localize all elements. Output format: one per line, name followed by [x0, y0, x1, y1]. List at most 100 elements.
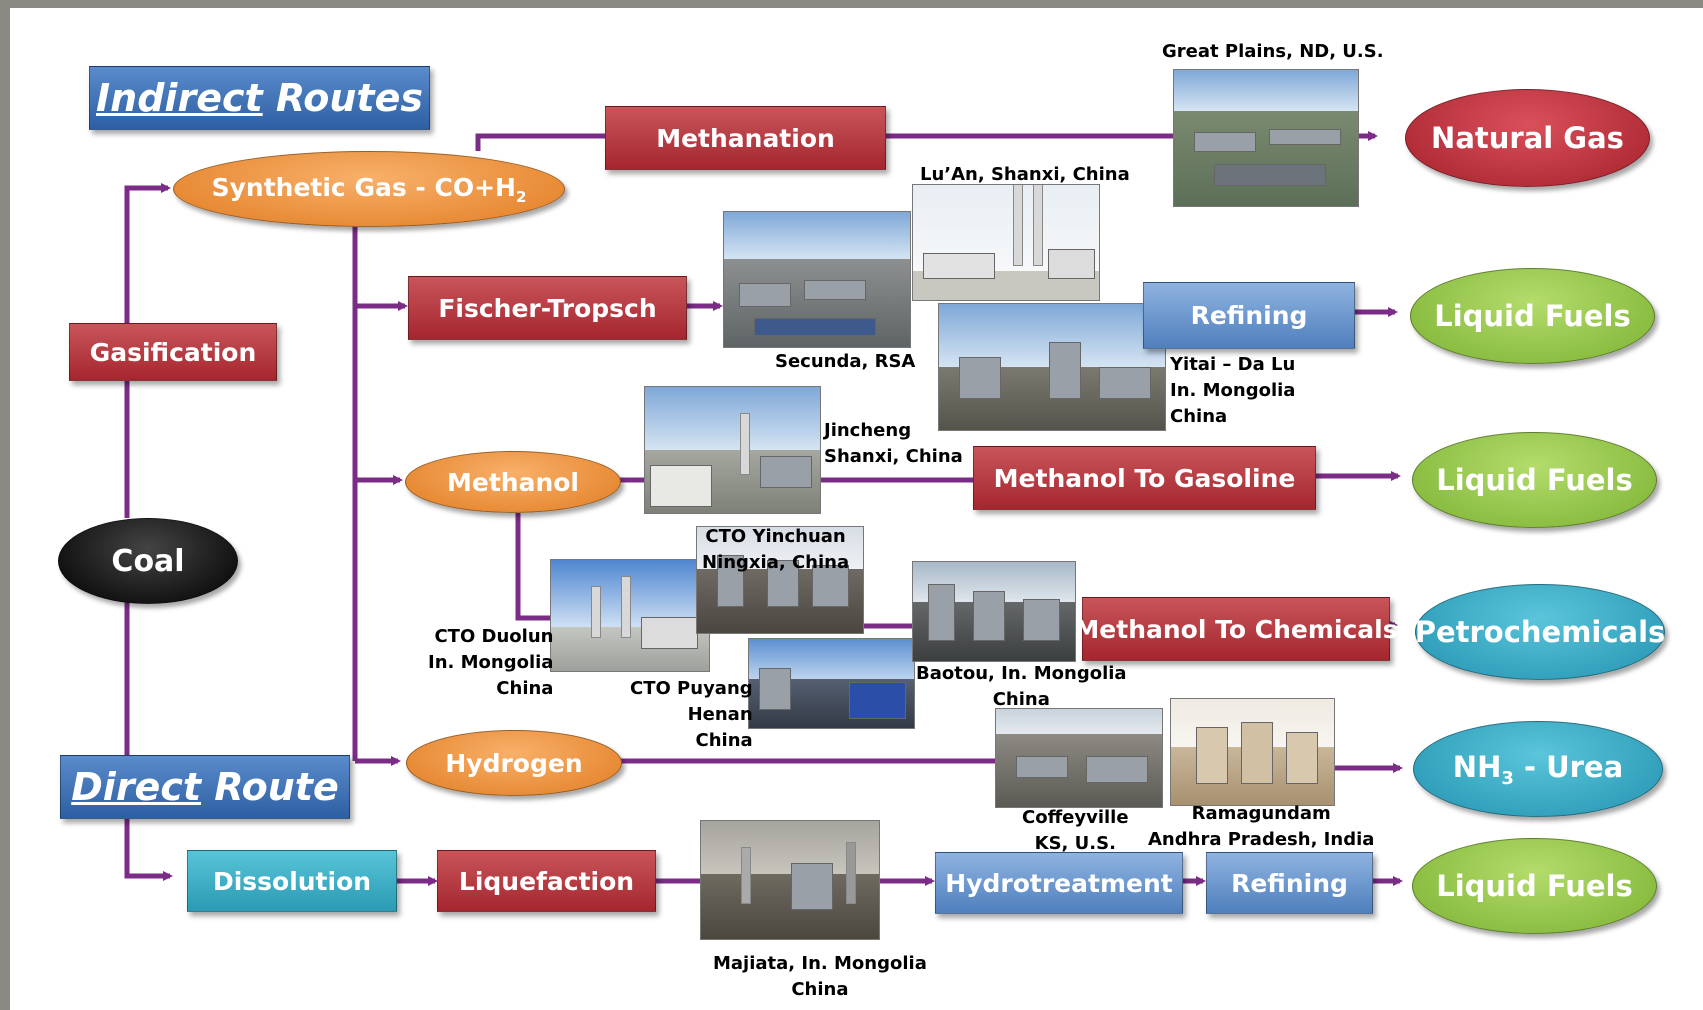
puyang-line-3: China	[695, 730, 753, 751]
coal-label: Coal	[111, 543, 185, 579]
ramagundam-line-2: Andhra Pradesh, India	[1148, 829, 1375, 850]
luan-caption: Lu’An, Shanxi, China	[920, 162, 1130, 188]
yinchuan-caption: CTO Yinchuan Ningxia, China	[702, 524, 849, 576]
duolun-photo	[550, 559, 710, 672]
majiata-caption: Majiata, In. Mongolia China	[713, 951, 927, 1003]
arrow-methanol-to-cto	[515, 513, 550, 621]
nh3-subscript: 3	[1501, 767, 1514, 789]
arrow-coal-to-dissolution	[124, 568, 173, 881]
luan-photo	[912, 184, 1100, 301]
liquefaction-label: Liquefaction	[458, 866, 635, 896]
great-plains-photo	[1173, 69, 1359, 207]
indirect-routes-title: Indirect Routes	[89, 66, 430, 130]
hydrotreatment-node: Hydrotreatment	[935, 852, 1183, 914]
route-word: Route	[201, 765, 339, 809]
nh3-label: NH	[1452, 749, 1502, 784]
dissolution-node: Dissolution	[187, 850, 397, 912]
synthetic-gas-node: Synthetic Gas - CO+H2	[173, 151, 565, 227]
natural-gas-label: Natural Gas	[1431, 121, 1624, 155]
secunda-photo	[723, 211, 911, 348]
methanol-to-chemicals-label: Methanol To Chemicals	[1074, 614, 1398, 644]
jincheng-line-2: Shanxi, China	[824, 446, 963, 467]
duolun-line-2: In. Mongolia	[428, 652, 554, 673]
majiata-photo	[700, 820, 880, 940]
yitai-line-1: Yitai – Da Lu	[1170, 354, 1296, 375]
direct-word: Direct	[71, 765, 202, 809]
luan-text: Lu’An, Shanxi, China	[920, 164, 1130, 185]
majiata-line-1: Majiata, In. Mongolia	[713, 953, 927, 974]
duolun-line-1: CTO Duolun	[434, 626, 554, 647]
diagram-canvas: Indirect Routes Direct Route Coal Gasifi…	[10, 8, 1703, 1010]
baotou-caption: Baotou, In. Mongolia China	[916, 661, 1127, 713]
baotou-line-2: China	[992, 689, 1050, 710]
refining-node-1: Refining	[1143, 282, 1355, 349]
liquid-fuels-product-2: Liquid Fuels	[1412, 432, 1657, 528]
ramagundam-caption: Ramagundam Andhra Pradesh, India	[1148, 801, 1374, 853]
coffeyville-line-1: Coffeyville	[1022, 807, 1129, 828]
duolun-line-3: China	[496, 678, 554, 699]
dissolution-label: Dissolution	[212, 866, 372, 896]
fischer-tropsch-label: Fischer-Tropsch	[438, 293, 657, 323]
liquid-fuels-2-label: Liquid Fuels	[1436, 463, 1633, 497]
arrow-coal-to-syngas	[124, 183, 171, 518]
synthetic-gas-subscript: 2	[515, 187, 527, 206]
refining-node-2: Refining	[1206, 852, 1373, 914]
arrow-syngas-to-methanation	[475, 133, 605, 151]
hydrogen-label: Hydrogen	[445, 748, 583, 778]
baotou-photo	[912, 561, 1076, 662]
puyang-line-2: Henan	[687, 704, 753, 725]
routes-word: Routes	[262, 76, 423, 120]
natural-gas-product: Natural Gas	[1405, 89, 1650, 187]
puyang-line-1: CTO Puyang	[630, 678, 753, 699]
methanol-to-gasoline-label: Methanol To Gasoline	[993, 463, 1296, 493]
petrochemicals-label: Petrochemicals	[1414, 615, 1666, 649]
duolun-caption: CTO Duolun In. Mongolia China	[428, 624, 553, 702]
liquefaction-node: Liquefaction	[437, 850, 656, 912]
ramagundam-photo	[1170, 698, 1335, 806]
synthetic-gas-label: Synthetic Gas - CO+H	[211, 172, 516, 202]
coffeyville-photo	[995, 708, 1163, 808]
refining-1-label: Refining	[1190, 301, 1308, 330]
liquid-fuels-3-label: Liquid Fuels	[1436, 869, 1633, 903]
methanation-label: Methanation	[656, 123, 835, 153]
secunda-text: Secunda, RSA	[775, 351, 916, 372]
gasification-label: Gasification	[89, 337, 257, 367]
direct-route-title: Direct Route	[60, 755, 350, 819]
yinchuan-photo	[696, 526, 864, 634]
jincheng-photo	[644, 386, 821, 514]
liquid-fuels-product-1: Liquid Fuels	[1410, 268, 1655, 364]
liquid-fuels-product-3: Liquid Fuels	[1412, 838, 1657, 934]
urea-label: - Urea	[1513, 749, 1624, 784]
puyang-caption: CTO Puyang Henan China	[630, 676, 753, 754]
secunda-caption: Secunda, RSA	[775, 349, 915, 375]
gasification-node: Gasification	[69, 323, 277, 381]
coal-node: Coal	[58, 518, 238, 604]
petrochemicals-product: Petrochemicals	[1415, 584, 1665, 680]
baotou-line-1: Baotou, In. Mongolia	[916, 663, 1127, 684]
methanol-node: Methanol	[405, 451, 621, 513]
jincheng-caption: Jincheng Shanxi, China	[824, 418, 963, 470]
yinchuan-line-1: CTO Yinchuan	[705, 526, 846, 547]
coffeyville-line-2: KS, U.S.	[1034, 833, 1116, 854]
yitai-line-2: In. Mongolia	[1170, 380, 1296, 401]
methanol-label: Methanol	[447, 467, 579, 497]
yitai-line-3: China	[1170, 406, 1228, 427]
puyang-photo	[748, 638, 915, 729]
yitai-photo	[938, 303, 1166, 431]
coffeyville-caption: Coffeyville KS, U.S.	[1022, 805, 1129, 857]
great-plains-caption: Great Plains, ND, U.S.	[1162, 39, 1384, 65]
nh3-urea-product: NH3 - Urea	[1413, 721, 1663, 817]
methanation-node: Methanation	[605, 106, 886, 170]
yitai-caption: Yitai – Da Lu In. Mongolia China	[1170, 352, 1295, 430]
indirect-word: Indirect	[96, 76, 263, 120]
hydrogen-node: Hydrogen	[406, 730, 622, 796]
refining-2-label: Refining	[1231, 868, 1348, 898]
methanol-to-chemicals-node: Methanol To Chemicals	[1074, 597, 1398, 661]
great-plains-text: Great Plains, ND, U.S.	[1162, 41, 1384, 62]
ramagundam-line-1: Ramagundam	[1191, 803, 1331, 824]
liquid-fuels-1-label: Liquid Fuels	[1434, 299, 1631, 333]
fischer-tropsch-node: Fischer-Tropsch	[408, 276, 687, 340]
jincheng-line-1: Jincheng	[824, 420, 912, 441]
methanol-to-gasoline-node: Methanol To Gasoline	[973, 446, 1316, 510]
yinchuan-line-2: Ningxia, China	[702, 552, 850, 573]
